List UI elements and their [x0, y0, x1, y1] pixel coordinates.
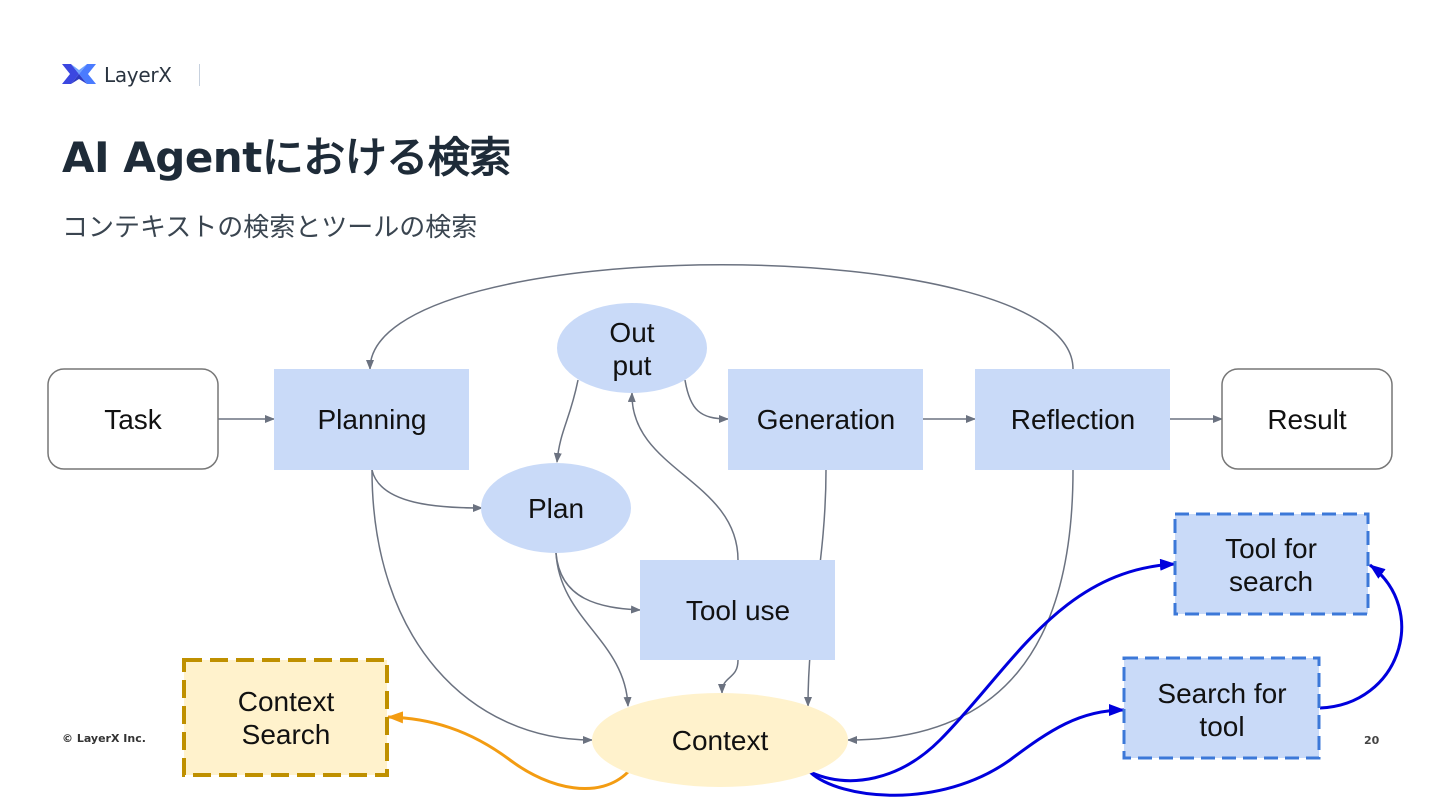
- node-result: Result: [1221, 368, 1393, 470]
- edge-planning-context: [371, 469, 593, 744]
- node-search-for-tool: Search for tool: [1122, 656, 1321, 760]
- page-title: AI Agentにおける検索: [62, 133, 511, 182]
- node-output: Out put: [557, 303, 707, 393]
- footer-copyright: © LayerX Inc.: [62, 732, 146, 745]
- node-search-for-tool-label-2: tool: [1199, 711, 1244, 742]
- node-context-search-label-1: Context: [238, 686, 335, 717]
- edge-reflection-context: [847, 469, 1074, 744]
- node-tool-for-search: Tool for search: [1173, 512, 1370, 616]
- edge-plan-tooluse: [555, 552, 641, 614]
- node-context: Context: [592, 693, 848, 787]
- edge-context-contextsearch: [387, 711, 630, 791]
- node-search-for-tool-label-1: Search for: [1157, 678, 1286, 709]
- node-task-label: Task: [104, 404, 163, 435]
- node-output-label-1: Out: [609, 317, 654, 348]
- edge-context-searchfortool: [808, 704, 1125, 797]
- node-generation-label: Generation: [757, 404, 896, 435]
- layerx-logo: LayerX: [62, 60, 172, 90]
- page-subtitle: コンテキストの検索とツールの検索: [62, 213, 478, 243]
- edge-planning-plan: [371, 469, 483, 512]
- node-context-label: Context: [672, 725, 769, 756]
- edge-tooluse-context: [718, 659, 739, 694]
- node-tool-use-label: Tool use: [686, 595, 790, 626]
- edge-reflection-planning-loop: [366, 264, 1074, 370]
- node-tool-for-search-label-2: search: [1229, 566, 1313, 597]
- node-tool-use: Tool use: [640, 560, 835, 660]
- node-result-label: Result: [1267, 404, 1347, 435]
- node-generation: Generation: [728, 369, 923, 470]
- layerx-logo-icon: [62, 64, 96, 84]
- edge-output-generation: [684, 379, 729, 423]
- node-plan-label: Plan: [528, 493, 584, 524]
- logo-wordmark: LayerX: [104, 63, 172, 87]
- node-planning-label: Planning: [318, 404, 427, 435]
- node-planning: Planning: [274, 369, 469, 470]
- node-task: Task: [47, 368, 219, 470]
- node-output-label-2: put: [613, 350, 652, 381]
- footer-page-number: 20: [1364, 734, 1380, 747]
- node-context-search-label-2: Search: [242, 719, 331, 750]
- edge-tooluse-output: [627, 392, 739, 561]
- node-plan: Plan: [481, 463, 631, 553]
- logo-separator: [199, 64, 200, 86]
- edge-plan-context: [555, 552, 632, 707]
- edge-searchfortool-toolforsearch: [1319, 563, 1404, 710]
- edge-context-toolforsearch: [809, 558, 1176, 783]
- node-context-search: Context Search: [182, 658, 389, 777]
- node-reflection: Reflection: [975, 369, 1170, 470]
- edge-output-plan: [553, 379, 579, 463]
- node-reflection-label: Reflection: [1011, 404, 1136, 435]
- node-tool-for-search-label-1: Tool for: [1225, 533, 1317, 564]
